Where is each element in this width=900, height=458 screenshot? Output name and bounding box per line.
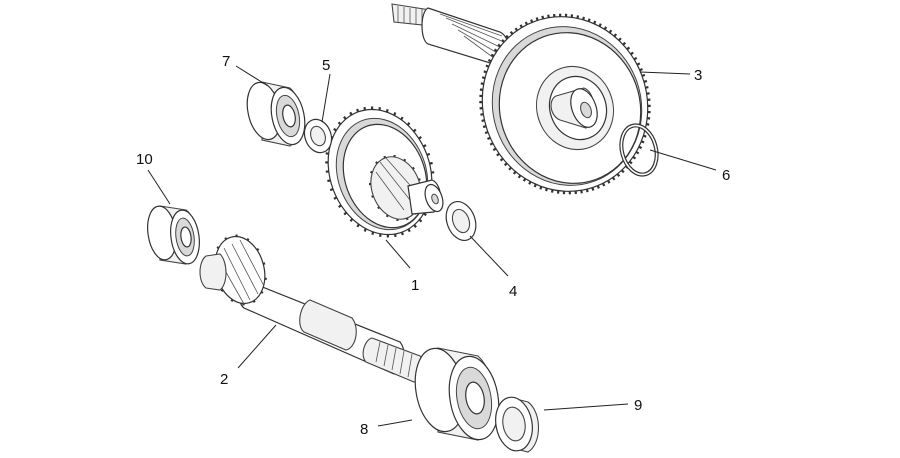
part-5-washer	[303, 118, 333, 154]
leader-10	[147, 169, 171, 205]
part-1-intermediate-gear	[325, 106, 444, 238]
part-3-shaft	[391, 3, 510, 67]
callout-6: 6	[722, 167, 730, 184]
part-10-bearing	[147, 205, 200, 265]
part-3-gear	[479, 13, 651, 195]
leader-7	[235, 65, 269, 87]
part-2-primary-shaft	[199, 234, 425, 383]
leader-5	[321, 73, 331, 123]
part-7-bearing	[246, 81, 306, 147]
callout-9: 9	[634, 397, 642, 414]
leader-6	[649, 149, 717, 171]
leader-lines	[147, 65, 717, 427]
callout-8: 8	[360, 421, 368, 438]
callout-1: 1	[411, 277, 419, 294]
leader-9	[543, 403, 629, 411]
callout-4: 4	[509, 283, 517, 300]
part-3-driven-gear-shaft	[391, 3, 651, 195]
leader-2	[237, 324, 277, 369]
part-6-circlip	[619, 123, 659, 177]
leader-4	[469, 235, 509, 277]
leader-3	[639, 71, 691, 75]
part-9-seal-ring	[495, 396, 539, 453]
callout-5: 5	[322, 57, 330, 74]
part-8-bearing	[414, 347, 500, 441]
callout-2: 2	[220, 371, 228, 388]
leader-1	[385, 239, 411, 269]
leader-8	[377, 419, 413, 427]
part-4-washer	[445, 201, 477, 241]
callout-3: 3	[694, 67, 702, 84]
callout-7: 7	[222, 53, 230, 70]
callout-10: 10	[136, 151, 153, 168]
callout-labels: 1 2 3 4 5 6 7 8 9 10	[136, 53, 730, 438]
